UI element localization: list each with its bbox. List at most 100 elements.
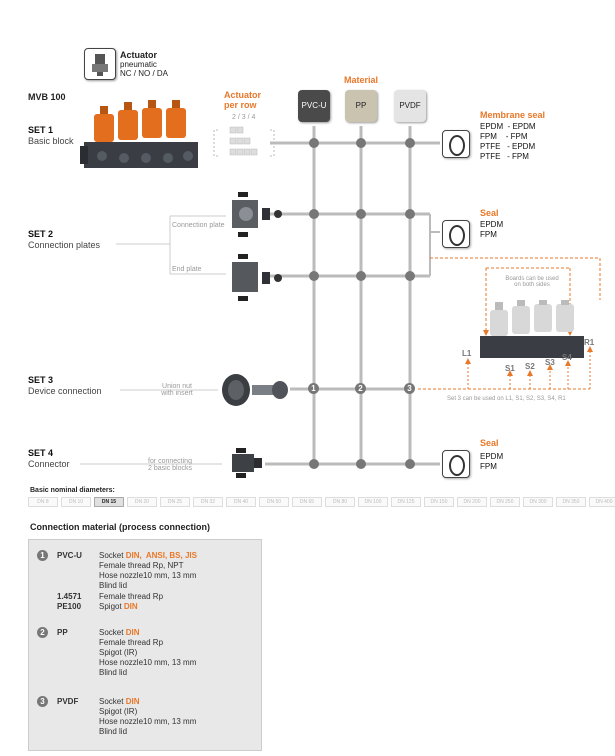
cm-line: Female thread Rp, NPT [99,561,184,570]
cm-line: Spigot DIN [99,602,138,611]
cm-material-pe100: PE100 [57,602,82,611]
cm-num-1: 1 [37,550,48,561]
actuator-per-row-title: Actuator [224,90,262,100]
connector-label-1: for connecting [148,458,192,465]
material-pvcu[interactable]: PVC-U [298,90,330,122]
cm-material-pvcu: PVC-U [57,551,82,560]
diameters-row: DN 8 DN 10 DN 15 DN 20 DN 25 DN 32 DN 40… [28,497,615,507]
cm-num-3: 3 [37,696,48,707]
cm-line: Hose nozzle10 mm, 13 mm [99,658,197,667]
set2-title: SET 2 [28,229,54,239]
material-pp[interactable]: PP [345,90,377,122]
cm-line: Female thread Rp [99,592,164,601]
connection-material-title: Connection material (process connection) [30,522,211,532]
dn-option[interactable]: DN 350 [556,497,586,507]
connector-image [232,448,262,478]
dn-option[interactable]: DN 250 [490,497,520,507]
port-label-s1: S1 [505,364,515,373]
node-number-1: 1 [308,383,319,394]
dn-option[interactable]: DN 10 [61,497,91,507]
set2-subtitle: Connection plates [28,240,101,250]
membrane-seal-icon [442,130,470,158]
cm-line: Socket DIN [99,628,140,637]
dn-option[interactable]: DN 300 [523,497,553,507]
connection-material-panel: 1 PVC-U Socket DIN, ANSI, BS, JIS Female… [28,539,262,751]
dn-option[interactable]: DN 25 [160,497,190,507]
cm-line: Blind lid [99,668,128,677]
actuator-icon [84,48,116,80]
membrane-seal-title: Membrane seal [480,110,546,120]
set3-note: Set 3 can be used on L1, S1, S2, S3, S4,… [447,396,566,402]
cm-line: Blind lid [99,581,128,590]
set4-title: SET 4 [28,448,54,458]
seal-set4-row: FPM [480,462,497,471]
connection-plate-image [232,192,282,237]
seal-set2-row: EPDM [480,220,504,229]
connection-plate-label: Connection plate [172,222,225,229]
seal-set4-list: EPDM FPM [480,452,503,472]
seal-set4-icon [442,450,470,478]
end-plate-image [232,254,282,301]
dn-option[interactable]: DN 400 [589,497,615,507]
cm-num-2: 2 [37,627,48,638]
seal-set2-row: FPM [480,230,497,239]
boards-note-1: Boards can be used [505,276,559,282]
model-name: MVB 100 [28,92,66,102]
cm-line: Hose nozzle10 mm, 13 mm [99,717,197,726]
dn-option[interactable]: DN 50 [259,497,289,507]
dn-option[interactable]: DN 40 [226,497,256,507]
set1-title: SET 1 [28,125,54,135]
dn-option-active[interactable]: DN 15 [94,497,124,507]
boards-note-2: on both sides [514,282,550,288]
block-ports-image [480,300,584,358]
port-label-l1: L1 [462,349,472,358]
cm-material-14571: 1.4571 [57,592,82,601]
cm-line: Female thread Rp [99,638,164,647]
basic-block-image [80,100,198,168]
dn-option[interactable]: DN 65 [292,497,322,507]
union-nut-label: Union nut with insert [153,383,201,397]
actuator-counts: 2 / 3 / 4 [232,114,256,121]
dn-option[interactable]: DN 150 [424,497,454,507]
port-label-r1: R1 [584,338,595,347]
set3-title: SET 3 [28,375,54,385]
connector-label-2: 2 basic blocks [148,465,192,472]
membrane-seal-row: FPM - FPM [480,132,528,141]
material-pvdf[interactable]: PVDF [394,90,426,122]
actuator-type: pneumatic [120,60,157,69]
dn-option[interactable]: DN 125 [391,497,421,507]
set1-subtitle: Basic block [28,136,74,146]
actuator-title: Actuator [120,50,158,60]
dn-option[interactable]: DN 32 [193,497,223,507]
membrane-seal-row: EPDM - EPDM [480,122,536,131]
port-label-s3: S3 [545,358,555,367]
connector-label: for connecting 2 basic blocks [140,458,200,472]
cm-line: Hose nozzle10 mm, 13 mm [99,571,197,580]
actuator-per-row-title-2: per row [224,100,257,110]
actuator-count-icons [229,126,258,156]
end-plate-label: End plate [172,266,202,273]
membrane-seal-row: PTFE - FPM [480,152,529,161]
dn-option[interactable]: DN 100 [358,497,388,507]
port-label-s2: S2 [525,362,535,371]
dn-option[interactable]: DN 80 [325,497,355,507]
cm-line: Spigot (IR) [99,648,138,657]
material-title: Material [344,75,379,85]
union-nut-image [222,374,288,406]
seal-set4-title: Seal [480,438,499,448]
cm-line: Socket DIN [99,697,140,706]
dn-option[interactable]: DN 8 [28,497,58,507]
membrane-seal-list: EPDM - EPDM FPM - FPM PTFE - EPDM PTFE -… [480,122,536,162]
seal-set2-icon [442,220,470,248]
dn-option[interactable]: DN 20 [127,497,157,507]
cm-material-pp: PP [57,628,68,637]
node-number-3: 3 [404,383,415,394]
seal-set4-row: EPDM [480,452,504,461]
cm-line: Spigot (IR) [99,707,138,716]
dn-option[interactable]: DN 200 [457,497,487,507]
boards-note: Boards can be used on both sides [494,276,570,288]
actuator-modes: NC / NO / DA [120,69,169,78]
membrane-seal-row: PTFE - EPDM [480,142,536,151]
seal-set2-title: Seal [480,208,499,218]
